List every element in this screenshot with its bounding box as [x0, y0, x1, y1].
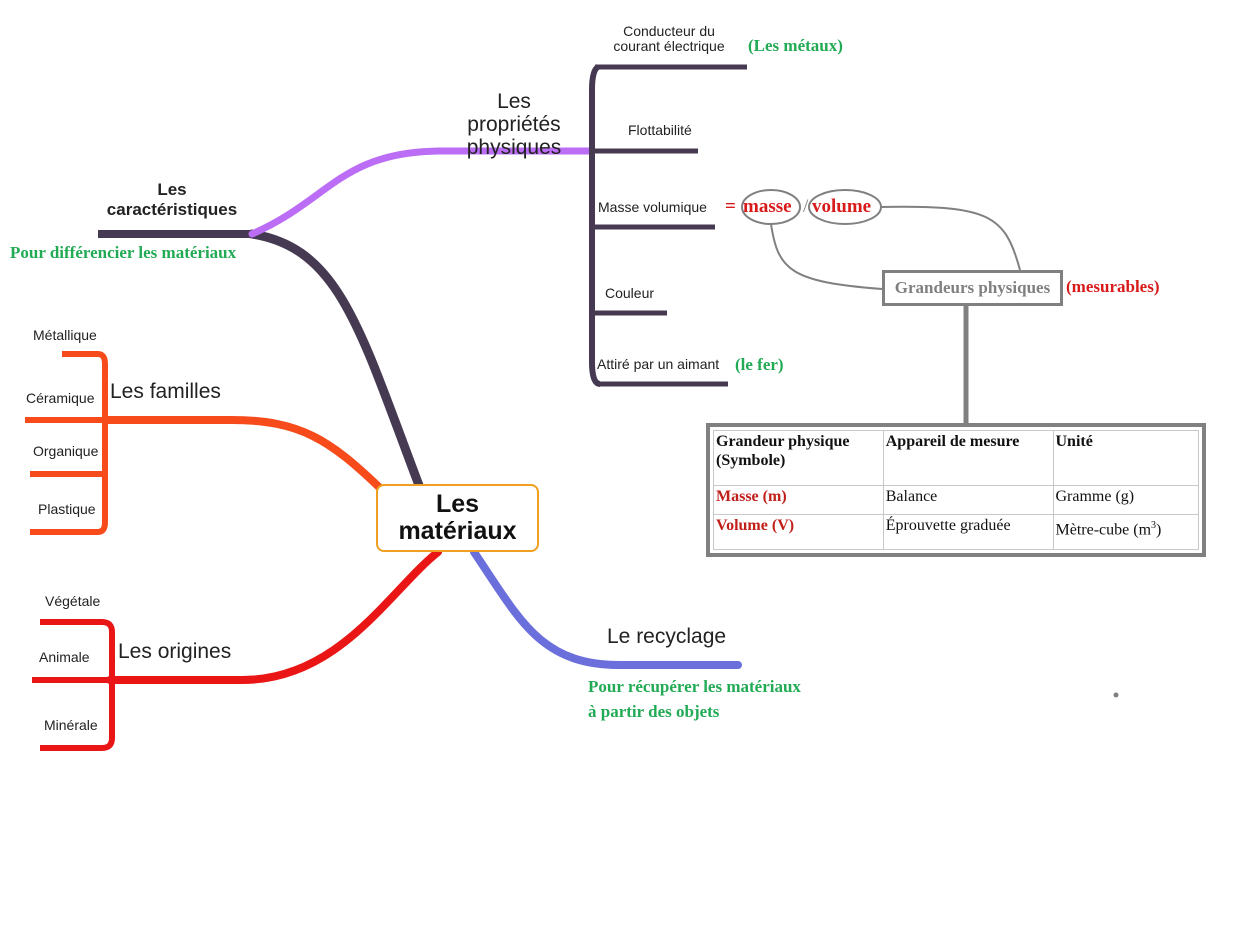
leaf-conducteur[interactable]: Conducteur du courant électrique	[613, 23, 725, 54]
note-caracteristiques: Pour différencier les matériaux	[10, 243, 237, 262]
table-cell: Gramme (g)	[1052, 484, 1199, 515]
formula-slash: /	[803, 196, 809, 217]
leaf-flottabilite[interactable]: Flottabilité	[628, 122, 692, 138]
leaf-minerale[interactable]: Minérale	[44, 717, 98, 733]
bracket-origines	[40, 619, 115, 751]
node-les-familles[interactable]: Les familles	[110, 380, 221, 403]
node-caracteristiques[interactable]: Les caractéristiques	[106, 180, 238, 219]
note-recyclage-line1: Pour récupérer les matériaux	[588, 677, 801, 696]
note-le-fer: (le fer)	[735, 355, 784, 374]
note-mesurables: (mesurables)	[1066, 277, 1160, 296]
table-header-row: Grandeur physique (Symbole) Appareil de …	[713, 430, 1199, 486]
bracket-familles	[30, 351, 108, 535]
link-center-caracteristiques	[247, 229, 425, 493]
table-row: Masse (m) Balance Gramme (g)	[713, 484, 1199, 515]
connector-masse-grandeurs	[770, 223, 883, 290]
bracket-proprietes	[589, 64, 601, 387]
formula-equals: =	[725, 196, 736, 217]
leaf-animale[interactable]: Animale	[39, 649, 90, 665]
leaf-masse-volumique[interactable]: Masse volumique	[598, 199, 707, 215]
measurement-table-grid: Grandeur physique (Symbole) Appareil de …	[713, 430, 1199, 551]
leaf-organique[interactable]: Organique	[33, 443, 99, 459]
unit-text: Mètre-cube (m	[1055, 521, 1152, 539]
link-caracteristiques-proprietes	[248, 147, 596, 238]
leaf-attire-aimant[interactable]: Attiré par un aimant	[597, 356, 720, 372]
table-cell: Volume (V)	[713, 513, 884, 551]
link-center-recyclage	[470, 548, 742, 669]
leaf-ceramique[interactable]: Céramique	[26, 390, 95, 406]
table-cell: Masse (m)	[713, 484, 884, 515]
table-header: Appareil de mesure	[882, 430, 1054, 486]
table-cell: Éprouvette graduée	[882, 513, 1054, 551]
leaf-couleur[interactable]: Couleur	[605, 285, 655, 301]
table-header: Unité	[1052, 430, 1199, 486]
table-cell: Balance	[882, 484, 1054, 515]
measurement-table: Grandeur physique (Symbole) Appareil de …	[706, 423, 1206, 557]
center-node[interactable]: Les matériaux	[376, 484, 539, 552]
table-header: Grandeur physique (Symbole)	[713, 430, 884, 486]
unit-close: )	[1156, 521, 1162, 539]
stray-dot	[1113, 692, 1119, 698]
table-cell: Mètre-cube (m3)	[1052, 513, 1199, 551]
connector-volume-grandeurs	[880, 205, 1021, 271]
leaf-metallique[interactable]: Métallique	[33, 327, 97, 343]
note-recyclage-line2: à partir des objets	[588, 702, 720, 721]
formula-volume: volume	[812, 196, 872, 217]
formula-masse: masse	[743, 196, 792, 217]
node-les-origines[interactable]: Les origines	[118, 640, 232, 663]
link-center-familles	[101, 416, 384, 492]
note-les-metaux: (Les métaux)	[748, 36, 843, 55]
node-le-recyclage[interactable]: Le recyclage	[607, 625, 727, 648]
leaf-plastique[interactable]: Plastique	[38, 501, 96, 517]
grandeurs-physiques-box[interactable]: Grandeurs physiques	[882, 270, 1063, 306]
link-center-origines	[106, 548, 442, 684]
table-row: Volume (V) Éprouvette graduée Mètre-cube…	[713, 513, 1199, 551]
node-proprietes-physiques[interactable]: Les propriétés physiques	[466, 90, 562, 159]
leaf-vegetale[interactable]: Végétale	[45, 593, 101, 609]
unit-exponent: 3	[1151, 519, 1157, 531]
